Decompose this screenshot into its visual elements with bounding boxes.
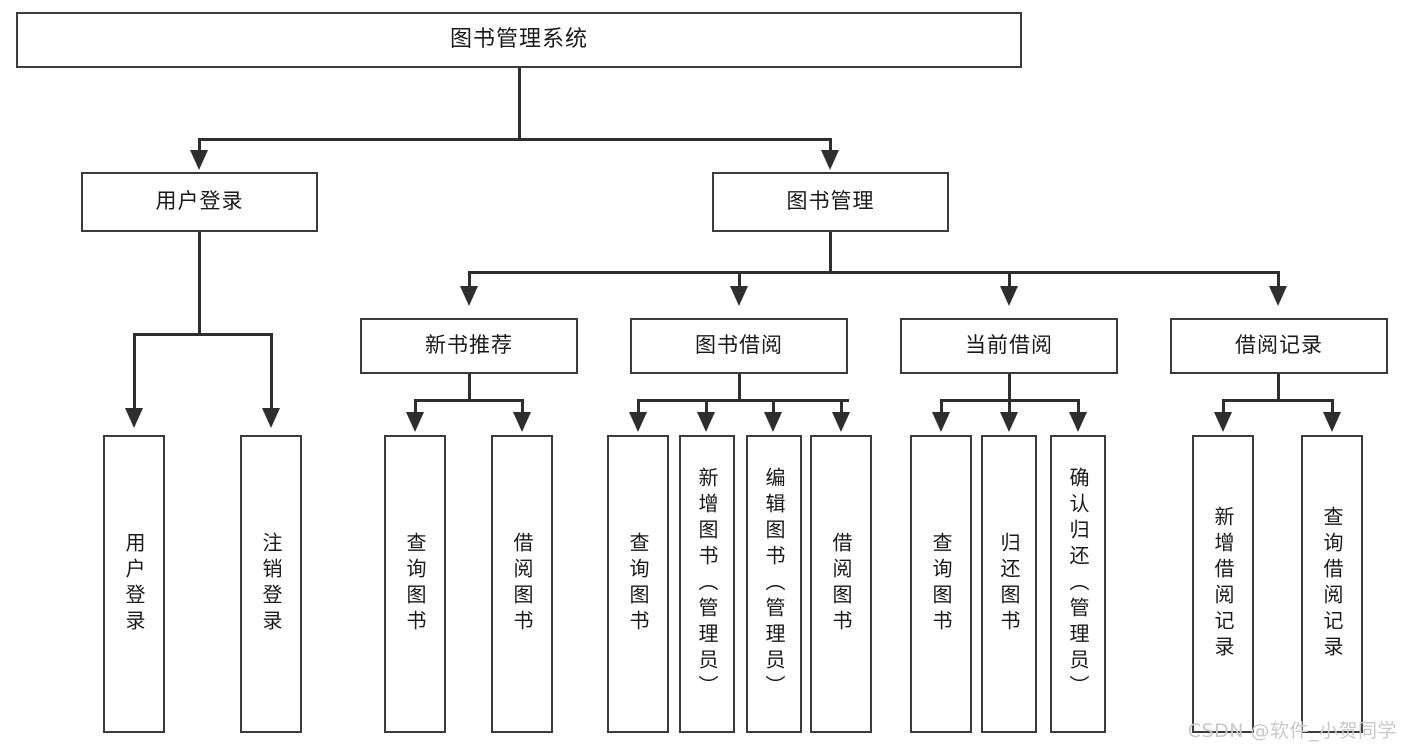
connector-root-to-bookmgmt (829, 138, 832, 156)
leaf-currentborrow-confirm-return-admin[interactable]: 确认归还（管理员） (1050, 435, 1106, 733)
arrowhead-currentborrow-to-leaf1 (932, 412, 950, 432)
connector-bookborrow-to-leaf3 (772, 399, 775, 417)
node-label: 查询图书 (403, 532, 427, 636)
node-label: 图书管理 (786, 189, 875, 214)
node-label: 归还图书 (997, 532, 1021, 636)
arrowhead-bookborrow-to-leaf3 (764, 412, 782, 432)
leaf-user-login[interactable]: 用户登录 (103, 435, 165, 733)
node-user-login[interactable]: 用户登录 (81, 172, 318, 232)
leaf-bookborrow-edit-book-admin[interactable]: 编辑图书（管理员） (746, 435, 802, 733)
arrowhead-bookmgmt-to-c1 (460, 286, 478, 306)
connector-currentborrow-to-leaf1 (940, 399, 943, 417)
connector-borrowrecord-bar (1222, 399, 1334, 402)
connector-bookborrow-to-leaf4 (840, 399, 843, 417)
arrowhead-bookmgmt-to-c2 (730, 286, 748, 306)
node-label: 新增图书（管理员） (695, 467, 719, 701)
leaf-newbook-query-book[interactable]: 查询图书 (384, 435, 446, 733)
connector-bookmgmt-stem (829, 232, 832, 274)
arrowhead-newbook-to-leaf1 (406, 412, 424, 432)
arrowhead-root-to-bookmgmt (821, 150, 839, 170)
connector-bookborrow-bar (637, 399, 849, 402)
node-label: 查询借阅记录 (1320, 506, 1344, 662)
connector-borrowrecord-to-leaf1 (1222, 399, 1225, 417)
node-book-management[interactable]: 图书管理 (712, 172, 949, 232)
node-book-borrow[interactable]: 图书借阅 (630, 318, 848, 374)
connector-login-to-leaf1 (133, 333, 136, 413)
leaf-borrowrecord-add-record[interactable]: 新增借阅记录 (1192, 435, 1254, 733)
connector-root-stem (518, 68, 521, 140)
node-label: 图书借阅 (695, 333, 783, 358)
arrowhead-bookborrow-to-leaf2 (697, 412, 715, 432)
connector-newbook-to-leaf1 (414, 399, 417, 417)
leaf-logout[interactable]: 注销登录 (240, 435, 302, 733)
node-label: 查询图书 (929, 532, 953, 636)
connector-borrowrecord-stem (1277, 374, 1280, 402)
arrowhead-newbook-to-leaf2 (513, 412, 531, 432)
node-borrow-record[interactable]: 借阅记录 (1170, 318, 1388, 374)
connector-bookmgmt-to-c3 (1008, 271, 1011, 291)
leaf-newbook-borrow-book[interactable]: 借阅图书 (491, 435, 553, 733)
watermark-text: CSDN @软件_小贺同学 (1187, 720, 1397, 742)
node-root-system[interactable]: 图书管理系统 (16, 12, 1022, 68)
connector-bookmgmt-to-c2 (738, 271, 741, 291)
connector-bookborrow-stem (738, 374, 741, 402)
connector-bookborrow-to-leaf1 (637, 399, 640, 417)
leaf-borrowrecord-query-record[interactable]: 查询借阅记录 (1301, 435, 1363, 733)
arrowhead-login-to-leaf2 (262, 408, 280, 428)
leaf-bookborrow-query-book[interactable]: 查询图书 (607, 435, 669, 733)
connector-currentborrow-to-leaf3 (1077, 399, 1080, 417)
node-label: 借阅图书 (829, 532, 853, 636)
leaf-bookborrow-borrow-book[interactable]: 借阅图书 (810, 435, 872, 733)
connector-bookmgmt-to-c4 (1277, 271, 1280, 291)
arrowhead-bookborrow-to-leaf1 (629, 412, 647, 432)
connector-login-bar (133, 333, 273, 336)
arrowhead-bookmgmt-to-c4 (1269, 286, 1287, 306)
node-label: 借阅记录 (1235, 333, 1323, 358)
node-label: 查询图书 (626, 532, 650, 636)
node-label: 用户登录 (122, 532, 146, 636)
connector-root-to-login (198, 138, 201, 156)
arrowhead-borrowrecord-to-leaf2 (1323, 412, 1341, 432)
node-label: 编辑图书（管理员） (762, 467, 786, 701)
node-label: 注销登录 (259, 532, 283, 636)
connector-root-bar (198, 138, 832, 141)
node-label: 用户登录 (155, 189, 244, 214)
arrowhead-login-to-leaf1 (125, 408, 143, 428)
connector-bookborrow-to-leaf2 (705, 399, 708, 417)
arrowhead-root-to-login (190, 150, 208, 170)
node-label: 当前借阅 (965, 333, 1053, 358)
arrowhead-bookmgmt-to-c3 (1000, 286, 1018, 306)
connector-currentborrow-to-leaf2 (1008, 399, 1011, 417)
arrowhead-currentborrow-to-leaf2 (1000, 412, 1018, 432)
node-label: 确认归还（管理员） (1066, 467, 1090, 701)
node-label: 借阅图书 (510, 532, 534, 636)
connector-newbook-bar (414, 399, 524, 402)
connector-borrowrecord-to-leaf2 (1331, 399, 1334, 417)
connector-bookmgmt-to-c1 (468, 271, 471, 291)
node-label: 新书推荐 (425, 333, 513, 358)
connector-login-to-leaf2 (270, 333, 273, 413)
node-label: 新增借阅记录 (1211, 506, 1235, 662)
leaf-currentborrow-return-book[interactable]: 归还图书 (981, 435, 1037, 733)
leaf-currentborrow-query-book[interactable]: 查询图书 (910, 435, 972, 733)
arrowhead-borrowrecord-to-leaf1 (1214, 412, 1232, 432)
connector-login-stem (198, 232, 201, 336)
connector-bookmgmt-bar (468, 271, 1279, 274)
leaf-bookborrow-add-book-admin[interactable]: 新增图书（管理员） (679, 435, 735, 733)
connector-currentborrow-stem (1008, 374, 1011, 402)
arrowhead-currentborrow-to-leaf3 (1069, 412, 1087, 432)
connector-newbook-stem (468, 374, 471, 402)
arrowhead-bookborrow-to-leaf4 (832, 412, 850, 432)
connector-newbook-to-leaf2 (521, 399, 524, 417)
node-label: 图书管理系统 (449, 26, 588, 52)
node-new-book-recommend[interactable]: 新书推荐 (360, 318, 578, 374)
node-current-borrow[interactable]: 当前借阅 (900, 318, 1118, 374)
